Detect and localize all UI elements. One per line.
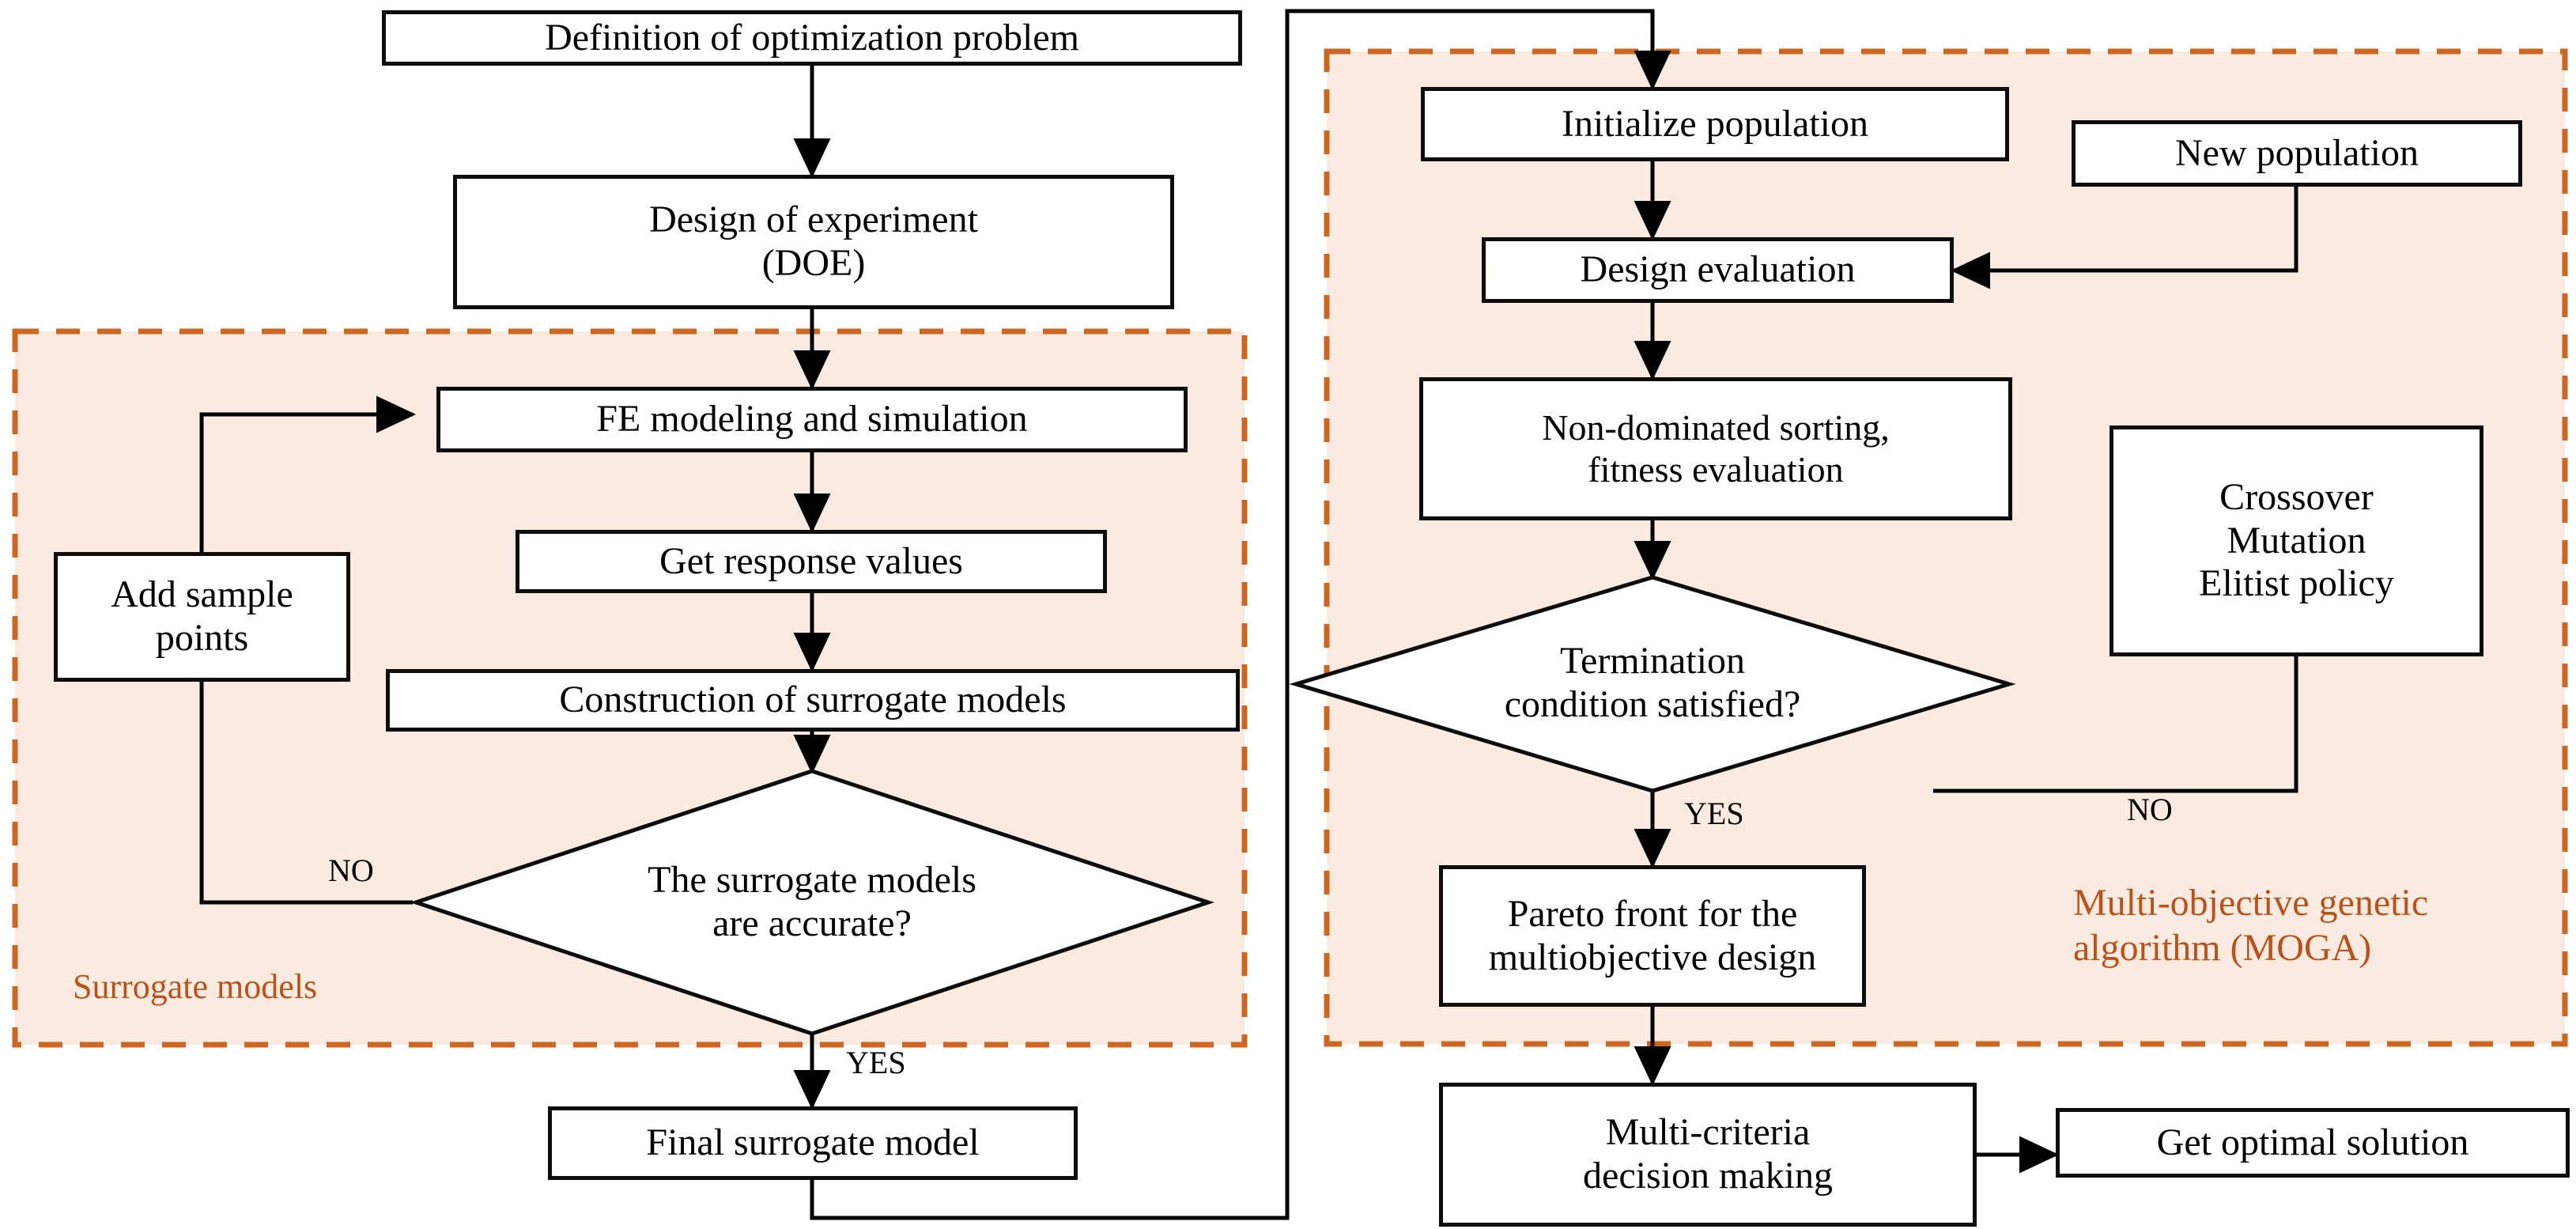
- edge-label-termination-no: NO: [2127, 792, 2173, 827]
- group-label-moga-line2: algorithm (MOGA): [2073, 926, 2372, 969]
- node-pareto-front[interactable]: Pareto front for the multiobjective desi…: [1439, 865, 1866, 1007]
- node-crossover-line3: Elitist policy: [2199, 562, 2394, 605]
- edge-accurate-no-to-addsample: [199, 682, 413, 905]
- edge-label-accurate-yes: YES: [846, 1045, 906, 1080]
- edge-label-termination-yes: YES: [1684, 796, 1744, 831]
- node-pareto-line1: Pareto front for the: [1507, 892, 1798, 935]
- edge-newpop-to-designeval: [1950, 187, 2298, 289]
- node-pareto-line2: multiobjective design: [1488, 936, 1817, 978]
- node-multicriteria-decision-making[interactable]: Multi-criteria decision making: [1439, 1083, 1977, 1227]
- node-add-sample-points[interactable]: Add sample points: [54, 552, 350, 682]
- node-new-population[interactable]: New population: [2072, 120, 2522, 187]
- node-fe-modeling[interactable]: FE modeling and simulation: [436, 387, 1188, 452]
- group-label-surrogate-models: Surrogate models: [73, 967, 318, 1006]
- edge-addsample-to-fe: [199, 395, 417, 552]
- node-crossover-line1: Crossover: [2219, 475, 2374, 518]
- node-doe-line2: (DOE): [761, 242, 866, 284]
- node-mcdm-line2: decision making: [1583, 1155, 1833, 1197]
- node-mcdm-line1: Multi-criteria: [1605, 1111, 1811, 1154]
- node-add-sample-line1: Add sample: [111, 573, 293, 616]
- decision-termination-outline[interactable]: [1289, 575, 2016, 793]
- node-get-optimal-solution[interactable]: Get optimal solution: [2056, 1108, 2570, 1178]
- group-label-moga: Multi-objective genetic algorithm (MOGA): [2073, 881, 2548, 970]
- node-definition[interactable]: Definition of optimization problem: [382, 10, 1242, 66]
- node-final-surrogate-model[interactable]: Final surrogate model: [548, 1106, 1078, 1180]
- edge-finalmodel-to-initpop: [810, 9, 1671, 1220]
- node-doe-line1: Design of experiment: [649, 199, 978, 241]
- node-nondominated-sorting[interactable]: Non-dominated sorting, fitness evaluatio…: [1419, 377, 2012, 520]
- node-add-sample-line2: points: [155, 617, 249, 659]
- edge-termination-no-to-crossover: [1933, 656, 2298, 793]
- node-construction-surrogate[interactable]: Construction of surrogate models: [386, 669, 1240, 732]
- node-doe[interactable]: Design of experiment (DOE): [453, 175, 1174, 309]
- group-label-moga-line1: Multi-objective genetic: [2073, 882, 2429, 924]
- node-initialize-population[interactable]: Initialize population: [1421, 87, 2009, 161]
- decision-accurate-shape[interactable]: [410, 769, 1214, 1036]
- node-get-response-values[interactable]: Get response values: [516, 530, 1107, 593]
- edge-label-accurate-no: NO: [328, 853, 374, 888]
- node-crossover-line2: Mutation: [2227, 519, 2366, 562]
- node-nondom-line2: fitness evaluation: [1588, 448, 1844, 490]
- node-design-evaluation[interactable]: Design evaluation: [1482, 237, 1954, 303]
- node-crossover-mutation-elitist[interactable]: Crossover Mutation Elitist policy: [2110, 425, 2483, 656]
- node-nondom-line1: Non-dominated sorting,: [1542, 407, 1890, 448]
